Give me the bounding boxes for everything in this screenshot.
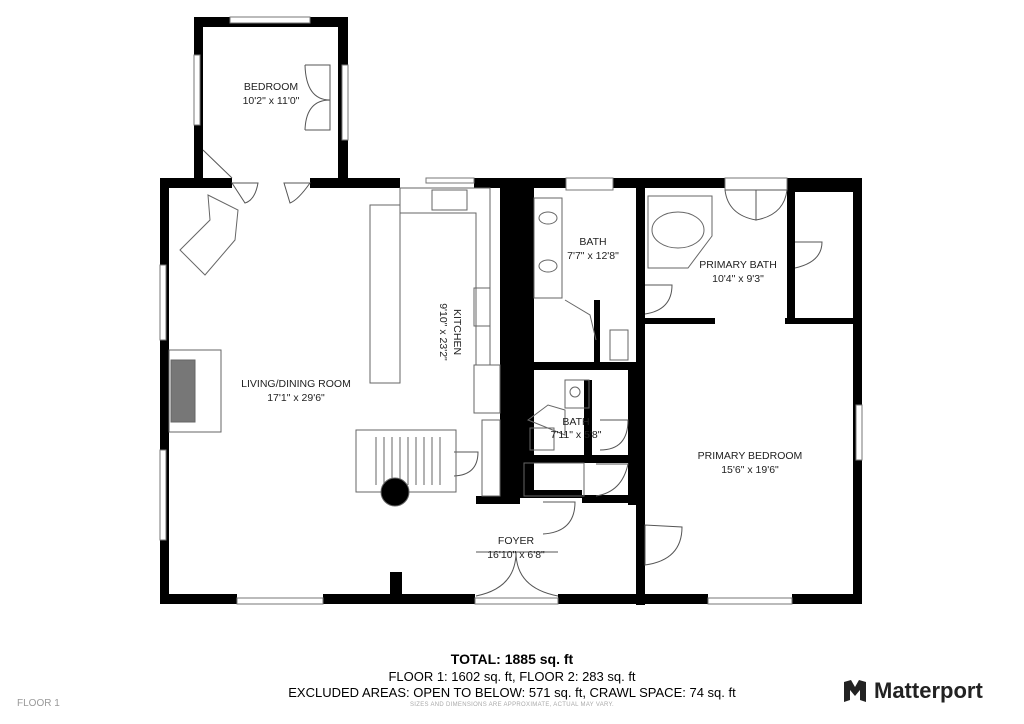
excluded-areas: EXCLUDED AREAS: OPEN TO BELOW: 571 sq. f… — [288, 685, 736, 700]
matterport-icon — [844, 680, 866, 702]
room-size-primary-bath: 10'4" x 9'3" — [712, 273, 764, 285]
room-size-living: 17'1" x 29'6" — [267, 392, 325, 404]
matterport-logo: Matterport — [842, 678, 983, 704]
room-size-bath1: 7'7" x 12'8" — [567, 250, 619, 262]
room-size-bath2: 7'11" x 5'8" — [551, 429, 602, 441]
doors — [202, 64, 823, 597]
brand-name: Matterport — [874, 678, 983, 703]
room-size-foyer: 16'10" x 6'8" — [487, 549, 545, 561]
room-name-kitchen: KITCHEN — [451, 309, 463, 355]
total-area: TOTAL: 1885 sq. ft — [450, 651, 574, 667]
room-name-bath1: BATH — [579, 236, 606, 248]
room-name-primary-bedroom: PRIMARY BEDROOM — [698, 450, 803, 462]
windows — [159, 16, 863, 605]
room-size-kitchen: 9'10" x 23'2" — [437, 303, 449, 361]
room-name-foyer: FOYER — [498, 535, 535, 547]
floor-areas: FLOOR 1: 1602 sq. ft, FLOOR 2: 283 sq. f… — [388, 669, 636, 684]
room-name-primary-bath: PRIMARY BATH — [699, 259, 777, 271]
room-size-primary-bedroom: 15'6" x 19'6" — [721, 464, 779, 476]
room-name-bath2: BATH — [562, 416, 589, 428]
disclaimer: SIZES AND DIMENSIONS ARE APPROXIMATE, AC… — [409, 702, 615, 708]
room-name-living: LIVING/DINING ROOM — [241, 378, 351, 390]
fixtures — [168, 187, 713, 507]
room-name-bedroom: BEDROOM — [244, 81, 298, 93]
room-size-bedroom: 10'2" x 11'0" — [243, 95, 300, 107]
floor-label: FLOOR 1 — [17, 698, 60, 709]
room-labels: BEDROOM 10'2" x 11'0" LIVING/DINING ROOM… — [241, 81, 802, 561]
walls — [160, 17, 862, 605]
